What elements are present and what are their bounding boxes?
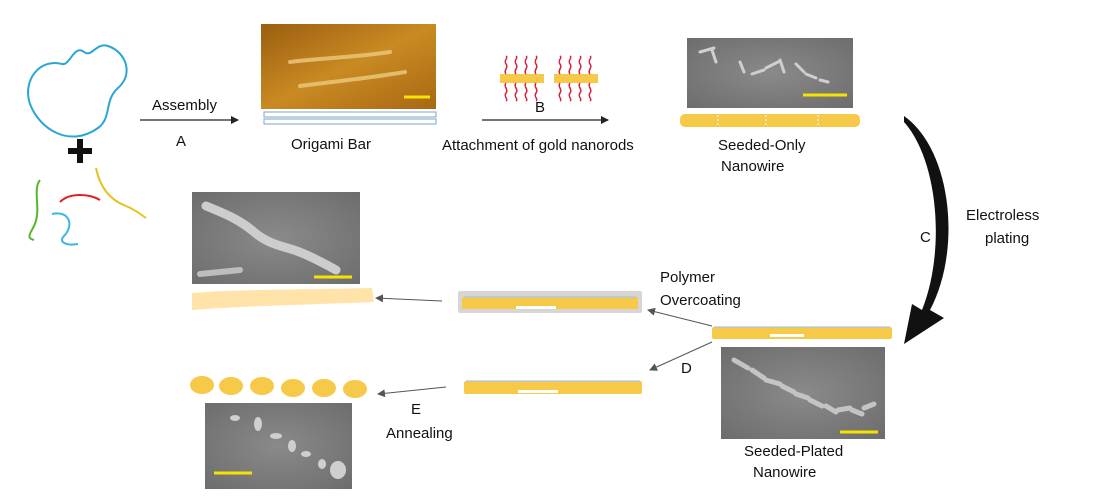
gold-nanorod-ligands (500, 55, 598, 102)
annealed-gold-particles (190, 376, 367, 398)
label-assembly: Assembly (152, 97, 218, 114)
sem-image-polymer (192, 192, 360, 284)
scaffold-strand-blue (27, 44, 128, 138)
arrow-to-polymer (647, 307, 713, 327)
label-seeded-only-line1: Seeded-Only (718, 137, 806, 154)
label-electroless-line1: Electroless (966, 207, 1039, 224)
arrow-annealing-result (377, 386, 447, 398)
label-annealing: Annealing (386, 425, 453, 442)
label-attachment: Attachment of gold nanorods (442, 137, 634, 154)
label-polymer-line1: Polymer (660, 269, 715, 286)
plus-icon (68, 139, 92, 163)
annealing-input-wire-schematic (464, 380, 642, 394)
afm-image (261, 24, 436, 109)
arrow-electroless-plating (904, 116, 949, 344)
staple-strand-yellow (95, 167, 147, 219)
arrow-to-annealing (649, 341, 713, 371)
label-seeded-plated-line1: Seeded-Plated (744, 443, 843, 460)
seeded-only-nanowire-schematic (680, 114, 860, 127)
label-origami-bar: Origami Bar (291, 136, 371, 153)
arrow-polymer-result (375, 294, 443, 303)
staple-strand-red (59, 194, 101, 203)
dna-strands (27, 44, 147, 246)
label-seeded-only-line2: Nanowire (721, 158, 784, 175)
sem-image-seeded-only (687, 38, 853, 108)
sem-image-annealed (205, 403, 352, 489)
polymer-wire-result (192, 288, 374, 310)
label-polymer-line2: Overcoating (660, 292, 741, 309)
origami-bar-schematic (263, 111, 437, 125)
label-seeded-plated-line2: Nanowire (753, 464, 816, 481)
seeded-plated-nanowire-schematic (712, 326, 892, 339)
label-step-c: C (920, 229, 931, 246)
sem-image-seeded-plated (721, 347, 885, 439)
staple-strand-green (28, 179, 41, 241)
label-step-b: B (535, 99, 545, 116)
polymer-coated-wire-schematic (458, 291, 642, 313)
label-step-d: D (681, 360, 692, 377)
label-electroless-line2: plating (985, 230, 1029, 247)
label-step-e: E (411, 401, 421, 418)
staple-strand-cyan (51, 212, 79, 246)
label-step-a: A (176, 133, 186, 150)
